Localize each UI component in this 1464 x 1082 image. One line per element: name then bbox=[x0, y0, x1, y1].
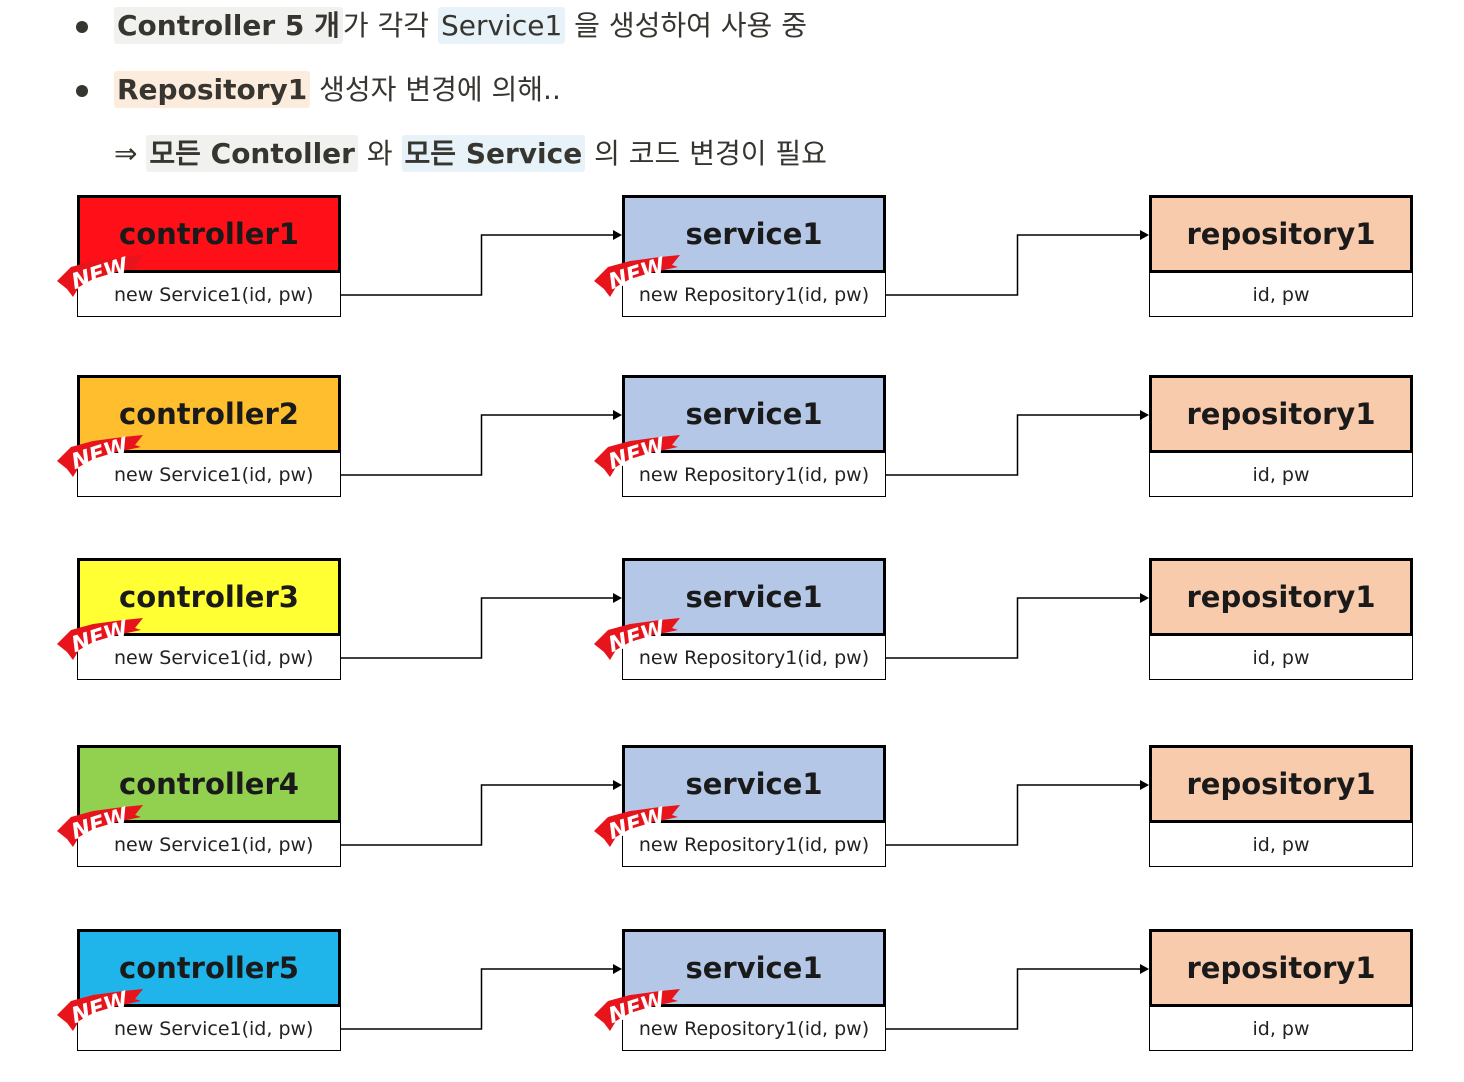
note-text: 을 생성하여 사용 중 bbox=[565, 9, 807, 42]
service-body: new Repository1(id, pw) bbox=[622, 1007, 886, 1051]
connector-line bbox=[886, 968, 1141, 1030]
controller-body: new Service1(id, pw) bbox=[77, 453, 341, 497]
bullet-dot bbox=[76, 21, 88, 33]
arrowhead-icon bbox=[613, 593, 622, 603]
service-title: service1 bbox=[622, 929, 886, 1007]
arrowhead-icon bbox=[613, 780, 622, 790]
note-line-3: ⇒ 모든 Contoller 와 모든 Service 의 코드 변경이 필요 bbox=[114, 134, 827, 174]
repository-title: repository1 bbox=[1149, 745, 1413, 823]
controller-body: new Service1(id, pw) bbox=[77, 1007, 341, 1051]
note-highlight: 모든 Service bbox=[401, 135, 586, 172]
connector-line bbox=[341, 234, 614, 296]
arrowhead-icon bbox=[1140, 780, 1149, 790]
note-text: 생성자 변경에 의해.. bbox=[310, 73, 561, 106]
controller-body: new Service1(id, pw) bbox=[77, 823, 341, 867]
note-highlight: 모든 Contoller bbox=[146, 135, 358, 172]
note-highlight: Repository1 bbox=[114, 71, 311, 108]
bullet-dot bbox=[76, 85, 88, 97]
arrowhead-icon bbox=[1140, 593, 1149, 603]
connector-line bbox=[886, 234, 1141, 296]
connector-line bbox=[341, 414, 614, 476]
arrowhead-icon bbox=[613, 964, 622, 974]
service-body: new Repository1(id, pw) bbox=[622, 273, 886, 317]
controller-body: new Service1(id, pw) bbox=[77, 636, 341, 680]
repository-body: id, pw bbox=[1149, 1007, 1413, 1051]
arrowhead-icon bbox=[1140, 964, 1149, 974]
controller-title: controller4 bbox=[77, 745, 341, 823]
service-body: new Repository1(id, pw) bbox=[622, 453, 886, 497]
repository-body: id, pw bbox=[1149, 823, 1413, 867]
repository-body: id, pw bbox=[1149, 273, 1413, 317]
service-title: service1 bbox=[622, 195, 886, 273]
connector-line bbox=[341, 784, 614, 846]
arrowhead-icon bbox=[613, 410, 622, 420]
service-title: service1 bbox=[622, 375, 886, 453]
controller-body: new Service1(id, pw) bbox=[77, 273, 341, 317]
note-line-2: Repository1 생성자 변경에 의해.. bbox=[76, 70, 561, 110]
note-text: 가 각각 bbox=[342, 9, 438, 42]
connector-line bbox=[341, 968, 614, 1030]
arrowhead-icon bbox=[1140, 410, 1149, 420]
controller-title: controller3 bbox=[77, 558, 341, 636]
repository-body: id, pw bbox=[1149, 636, 1413, 680]
connector-line bbox=[886, 597, 1141, 659]
note-highlight: Service1 bbox=[437, 7, 566, 44]
connector-line bbox=[886, 414, 1141, 476]
controller-title: controller2 bbox=[77, 375, 341, 453]
repository-body: id, pw bbox=[1149, 453, 1413, 497]
controller-title: controller5 bbox=[77, 929, 341, 1007]
note-text: 와 bbox=[357, 137, 402, 170]
arrowhead-icon bbox=[613, 230, 622, 240]
connector-line bbox=[341, 597, 614, 659]
repository-title: repository1 bbox=[1149, 195, 1413, 273]
repository-title: repository1 bbox=[1149, 375, 1413, 453]
arrowhead-icon bbox=[1140, 230, 1149, 240]
service-title: service1 bbox=[622, 745, 886, 823]
repository-title: repository1 bbox=[1149, 558, 1413, 636]
service-body: new Repository1(id, pw) bbox=[622, 823, 886, 867]
connector-line bbox=[886, 784, 1141, 846]
note-highlight: Controller 5 개 bbox=[114, 7, 343, 44]
service-title: service1 bbox=[622, 558, 886, 636]
arrow-text: ⇒ bbox=[114, 137, 147, 170]
note-text: 의 코드 변경이 필요 bbox=[585, 137, 827, 170]
service-body: new Repository1(id, pw) bbox=[622, 636, 886, 680]
controller-title: controller1 bbox=[77, 195, 341, 273]
repository-title: repository1 bbox=[1149, 929, 1413, 1007]
